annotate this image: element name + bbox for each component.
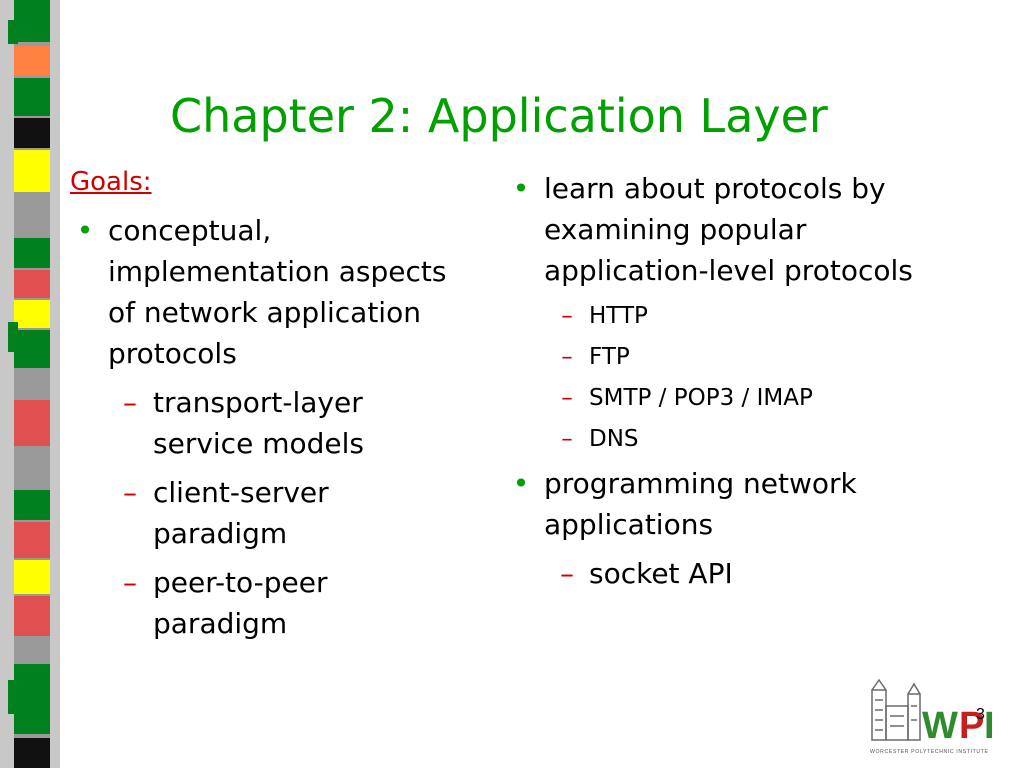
strip-block <box>14 46 50 76</box>
strip-block <box>14 78 50 116</box>
strip-block <box>14 300 50 328</box>
wpi-caption: WORCESTER POLYTECHNIC INSTITUTE <box>870 749 989 755</box>
dash-icon: – <box>561 303 573 329</box>
sub-list: –HTTP –FTP –SMTP / POP3 / IMAP –DNS <box>544 299 924 456</box>
dash-icon: – <box>561 344 573 370</box>
sub-list-item-text: peer-to-peer paradigm <box>153 566 328 640</box>
list-item: • conceptual, implementation aspects of … <box>77 210 468 644</box>
list-item: • learn about protocols by examining pop… <box>513 168 924 456</box>
strip-block <box>14 560 50 594</box>
strip-tick <box>8 20 18 44</box>
list-item-text: programming network applications <box>544 467 857 541</box>
sub-list-item-text: HTTP <box>589 303 648 329</box>
list-item-text: learn about protocols by examining popul… <box>544 172 913 287</box>
page-number: 3 <box>976 706 985 723</box>
bullet-icon: • <box>512 467 530 500</box>
strip-tick <box>8 680 18 714</box>
svg-text:W: W <box>922 705 958 747</box>
slide-title: Chapter 2: Application Layer <box>170 89 828 143</box>
sub-list-item-text: SMTP / POP3 / IMAP <box>589 385 813 411</box>
wpi-logo: W P I WORCESTER POLYTECHNIC INSTITUTE <box>870 678 995 755</box>
strip-block <box>14 596 50 636</box>
strip-tick <box>8 322 18 352</box>
sub-list-item: –HTTP <box>561 299 924 333</box>
list-item: • programming network applications –sock… <box>513 463 924 594</box>
strip-block <box>14 490 50 520</box>
left-column: • conceptual, implementation aspects of … <box>77 210 468 652</box>
sub-list-item-text: client-server paradigm <box>153 476 329 550</box>
strip-block <box>14 664 50 734</box>
dash-icon: – <box>123 386 137 419</box>
right-bullet-list: • learn about protocols by examining pop… <box>513 168 924 594</box>
sub-list-item: –peer-to-peer paradigm <box>123 562 468 644</box>
dash-icon: – <box>561 385 573 411</box>
dash-icon: – <box>123 476 137 509</box>
strip-block <box>14 330 50 368</box>
strip-block <box>14 738 50 768</box>
dash-icon: – <box>561 426 573 452</box>
strip-block <box>14 238 50 268</box>
bullet-icon: • <box>76 214 94 247</box>
list-item-text: conceptual, implementation aspects of ne… <box>108 214 447 370</box>
strip-block <box>14 0 50 42</box>
strip-block <box>14 522 50 558</box>
right-column: • learn about protocols by examining pop… <box>513 168 924 601</box>
left-bullet-list: • conceptual, implementation aspects of … <box>77 210 468 644</box>
strip-block <box>14 270 50 298</box>
svg-text:P: P <box>959 705 984 747</box>
dash-icon: – <box>123 566 137 599</box>
goals-heading: Goals: <box>70 167 152 197</box>
strip-block <box>14 118 50 148</box>
strip-block <box>14 150 50 192</box>
svg-text:I: I <box>984 705 995 747</box>
sub-list-item-text: socket API <box>589 557 733 590</box>
decorative-side-strip <box>0 0 60 768</box>
sub-list-item: –transport-layer service models <box>123 382 468 464</box>
sub-list-item: –socket API <box>560 553 924 594</box>
sub-list-item: –FTP <box>561 340 924 374</box>
dash-icon: – <box>560 557 574 590</box>
sub-list-item: –SMTP / POP3 / IMAP <box>561 381 924 415</box>
building-drawing <box>871 678 921 741</box>
strip-block <box>14 400 50 446</box>
sub-list-item-text: FTP <box>589 344 630 370</box>
sub-list-item: –DNS <box>561 422 924 456</box>
sub-list-item-text: transport-layer service models <box>153 386 364 460</box>
sub-list: –socket API <box>544 553 924 594</box>
sub-list-item-text: DNS <box>589 426 639 452</box>
sub-list-item: –client-server paradigm <box>123 472 468 554</box>
wpi-wordmark: W P I <box>922 705 995 747</box>
sub-list: –transport-layer service models –client-… <box>108 382 468 644</box>
bullet-icon: • <box>512 172 530 205</box>
